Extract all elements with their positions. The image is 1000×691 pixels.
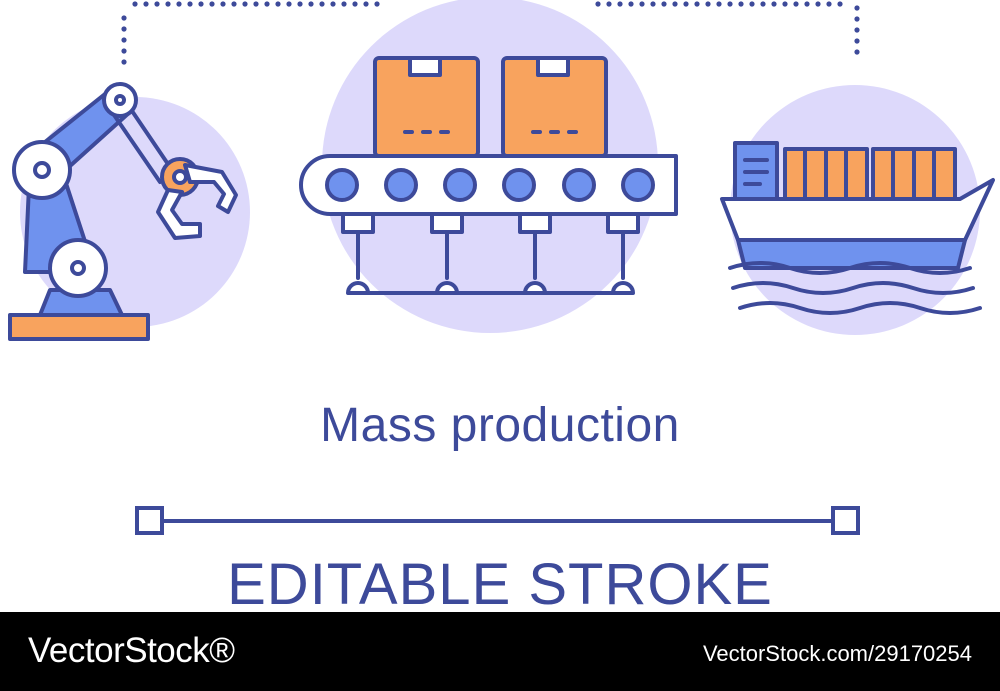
connector-dot [771, 1, 777, 7]
vectorstock-logo[interactable]: VectorStock® [28, 631, 235, 670]
connector-dot [837, 1, 843, 7]
connector-dot [253, 1, 259, 7]
connector-dot [815, 1, 821, 7]
editable-stroke-divider [135, 506, 860, 535]
footer-bar: VectorStock® VectorStock.com/29170254 [0, 612, 1000, 691]
connector-dot [854, 27, 860, 33]
connector-dot [286, 1, 292, 7]
connector-dot [176, 1, 182, 7]
connector-dot [121, 59, 127, 65]
connector-dot [854, 49, 860, 55]
connector-dot [154, 1, 160, 7]
image-credit: VectorStock.com/29170254 [702, 641, 972, 666]
robotic-arm-icon [8, 82, 238, 341]
connector-dot [683, 1, 689, 7]
connector-dot [854, 38, 860, 44]
connector-dot [242, 1, 248, 7]
connector-dot [143, 1, 149, 7]
connector-dot [198, 1, 204, 7]
connector-dot [760, 1, 766, 7]
connector-dot [854, 5, 860, 11]
connector-dot [264, 1, 270, 7]
connector-dot [661, 1, 667, 7]
connector-dot [628, 1, 634, 7]
connector-dot [672, 1, 678, 7]
connector-dot [782, 1, 788, 7]
connector-dot [727, 1, 733, 7]
connector-dot [319, 1, 325, 7]
dotted-connector [121, 1, 860, 65]
connector-dot [639, 1, 645, 7]
illustration-subtitle: EDITABLE STROKE [227, 552, 773, 610]
connector-dot [716, 1, 722, 7]
connector-dot [121, 48, 127, 54]
connector-dot [694, 1, 700, 7]
connector-dot [352, 1, 358, 7]
connector-dot [308, 1, 314, 7]
connector-dot [121, 26, 127, 32]
stroke-handle-left [135, 506, 164, 535]
connector-dot [738, 1, 744, 7]
conveyor-belt-icon [299, 56, 678, 295]
connector-dot [231, 1, 237, 7]
connector-dot [705, 1, 711, 7]
connector-dot [363, 1, 369, 7]
connector-dot [209, 1, 215, 7]
connector-dot [374, 1, 380, 7]
connector-dot [826, 1, 832, 7]
connector-dot [595, 1, 601, 7]
connector-dot [330, 1, 336, 7]
connector-dot [749, 1, 755, 7]
connector-dot [650, 1, 656, 7]
connector-dot [132, 1, 138, 7]
connector-dot [804, 1, 810, 7]
connector-dot [121, 15, 127, 21]
stroke-handle-right [831, 506, 860, 535]
illustration-title: Mass production [320, 399, 680, 452]
connector-dot [165, 1, 171, 7]
connector-dot [341, 1, 347, 7]
connector-dot [297, 1, 303, 7]
connector-dot [854, 16, 860, 22]
connector-dot [275, 1, 281, 7]
cargo-ship-icon [720, 141, 995, 315]
connector-dot [220, 1, 226, 7]
connector-dot [793, 1, 799, 7]
connector-dot [606, 1, 612, 7]
connector-dot [617, 1, 623, 7]
connector-dot [187, 1, 193, 7]
connector-dot [121, 37, 127, 43]
